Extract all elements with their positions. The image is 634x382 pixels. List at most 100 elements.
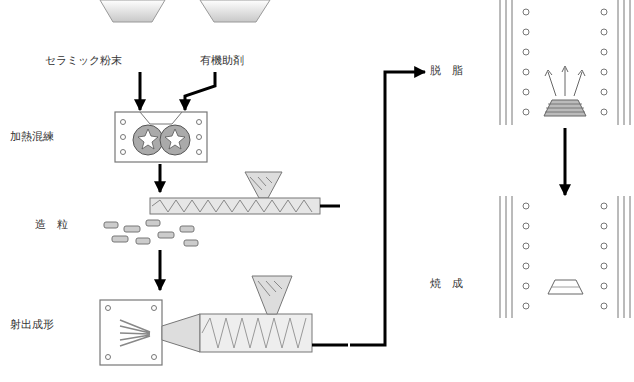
- process-step: 加熱混練: [10, 110, 210, 164]
- granulator-figure: [112, 236, 128, 242]
- kneader-figure: [138, 129, 158, 149]
- sintering-furnace-figure: [523, 263, 529, 269]
- sintering-furnace-figure: [500, 196, 630, 318]
- injection-machine-figure: [152, 306, 157, 311]
- granulator-figure: [124, 226, 140, 232]
- granulator-figure: [104, 172, 340, 246]
- kneader-figure: [121, 150, 126, 155]
- sintering-furnace-figure: [523, 203, 529, 209]
- granulator-figure: [184, 240, 198, 246]
- granulator-figure: [158, 232, 174, 238]
- granulator-figure: [180, 226, 194, 232]
- debinding-furnace-figure: [523, 49, 529, 55]
- debinding-furnace-figure: [601, 69, 607, 75]
- debinding-furnace-figure: [523, 9, 529, 15]
- debinding-furnace-figure: [523, 69, 529, 75]
- debinding-furnace-figure: [500, 0, 501, 125]
- sintering-furnace-figure: [624, 196, 625, 318]
- injection-machine-figure: [100, 276, 348, 365]
- flow-arrow: [139, 72, 142, 110]
- injection-machine-figure: [106, 306, 111, 311]
- step-label: 脱脂: [430, 64, 474, 77]
- sintering-furnace-figure: [552, 287, 579, 288]
- granulator-figure: [152, 200, 312, 212]
- debinding-furnace-figure: [601, 29, 607, 35]
- debinding-furnace-figure: [523, 9, 607, 115]
- step-label: 造粒: [35, 218, 79, 231]
- debinding-furnace-figure: [545, 104, 585, 112]
- debinding-furnace-figure: [512, 0, 513, 125]
- debinding-furnace-figure: [523, 89, 529, 95]
- debinding-furnace-figure: [601, 49, 607, 55]
- powder-hopper: [200, 0, 270, 22]
- injection-machine-figure: [100, 300, 162, 365]
- granulator-figure: [150, 198, 320, 214]
- flow-arrow: [159, 164, 162, 192]
- sintering-furnace-figure: [523, 283, 529, 289]
- kneader-figure: [197, 120, 202, 125]
- kneader-figure: [121, 135, 126, 140]
- step-label: 有機助剤: [200, 54, 244, 67]
- sintering-furnace-figure: [601, 303, 607, 309]
- debinding-furnace-figure: [545, 66, 585, 76]
- injection-machine-figure: [252, 276, 292, 314]
- sintering-furnace-figure: [506, 196, 507, 318]
- injection-machine-figure: [162, 314, 200, 352]
- sintering-furnace-figure: [601, 283, 607, 289]
- granulator-figure: [250, 177, 272, 190]
- kneader-figure: [140, 112, 182, 124]
- process-step: 造粒: [30, 192, 325, 250]
- granulator-figure: [245, 172, 282, 198]
- debinding-furnace-figure: [523, 29, 529, 35]
- kneader-figure: [121, 120, 126, 125]
- sintering-furnace-figure: [601, 223, 607, 229]
- granulator-figure: [146, 220, 160, 226]
- debinding-furnace-figure: [624, 0, 625, 125]
- flow-arrow: [564, 128, 567, 195]
- injection-machine-figure: [258, 281, 282, 296]
- flow-arrow: [159, 250, 162, 290]
- granulator-figure: [104, 222, 118, 228]
- injection-machine-figure: [152, 355, 157, 360]
- kneader-figure: [115, 112, 207, 162]
- flow-arrow: [185, 72, 215, 110]
- sintering-furnace-figure: [618, 196, 619, 318]
- debinding-furnace-figure: [544, 100, 586, 116]
- process-step: 有機助剤: [195, 0, 275, 72]
- sintering-furnace-figure: [548, 280, 583, 294]
- kneader-figure: [115, 112, 207, 162]
- debinding-furnace-figure: [523, 109, 529, 115]
- kneader-figure: [165, 129, 185, 149]
- debinding-furnace-figure: [618, 0, 619, 125]
- sintering-furnace-figure: [601, 243, 607, 249]
- kneader-figure: [197, 135, 202, 140]
- debinding-furnace-figure: [601, 9, 607, 15]
- process-step: セラミック粉末: [45, 0, 170, 72]
- step-label: 加熱混練: [10, 130, 54, 143]
- sintering-furnace-figure: [601, 203, 607, 209]
- debinding-furnace-figure: [506, 0, 507, 125]
- debinding-furnace-figure: [500, 0, 630, 125]
- sintering-furnace-figure: [630, 196, 631, 318]
- injection-machine-figure: [200, 314, 312, 352]
- kneader-figure: [133, 125, 163, 155]
- powder-hopper: [100, 0, 270, 22]
- process-step: 焼成: [425, 195, 632, 320]
- debinding-furnace-figure: [548, 68, 582, 96]
- sintering-furnace-figure: [500, 196, 501, 318]
- debinding-furnace-figure: [630, 0, 631, 125]
- flow-arrow: [350, 72, 425, 345]
- injection-machine-figure: [106, 355, 111, 360]
- step-label: セラミック粉末: [45, 54, 122, 67]
- injection-machine-figure: [312, 344, 348, 347]
- sintering-furnace-figure: [523, 243, 529, 249]
- injection-machine-figure: [202, 318, 306, 348]
- kneader-figure: [197, 150, 202, 155]
- kneader-figure: [160, 125, 190, 155]
- step-label: 射出成形: [10, 318, 54, 331]
- step-label: 焼成: [430, 277, 474, 290]
- injection-machine-figure: [120, 320, 150, 346]
- debinding-furnace-figure: [601, 89, 607, 95]
